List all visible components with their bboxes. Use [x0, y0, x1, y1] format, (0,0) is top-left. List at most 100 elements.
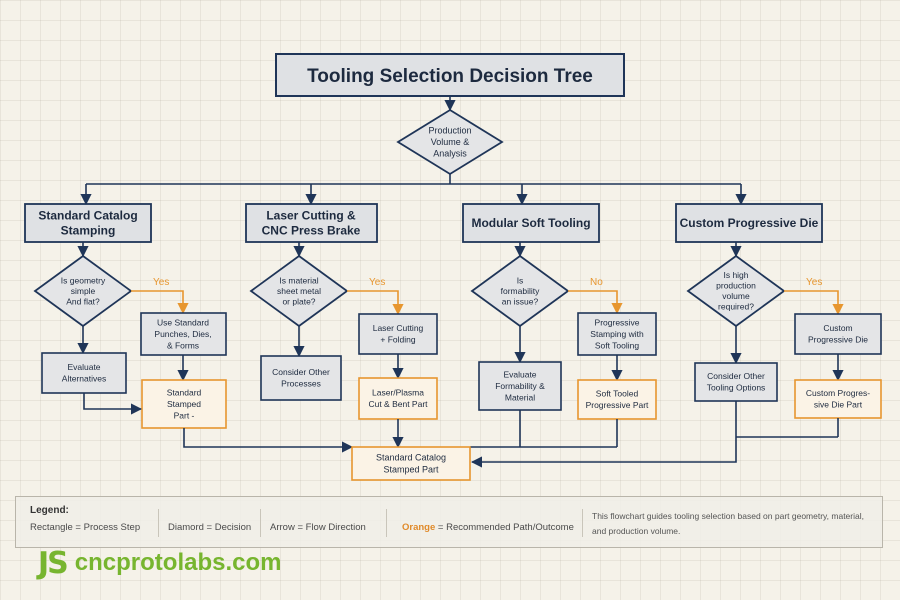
- process-step-label-line: Use Standard: [157, 317, 209, 327]
- branch-header-line: Stamping: [61, 224, 116, 238]
- decision-label-line: required?: [718, 302, 754, 312]
- legend-orange: Orange = Recommended Path/Outcome: [402, 522, 574, 533]
- process-step-label-line: Stamping with: [590, 329, 644, 339]
- branch-header-line: Standard Catalog: [38, 209, 137, 223]
- branch-header-line: Modular Soft Tooling: [471, 216, 590, 230]
- outcome-label-line: Laser/Plasma: [372, 388, 424, 398]
- branch-header: Custom Progressive Die: [680, 216, 819, 230]
- legend-panel: Legend: Rectangle = Process Step Diamord…: [15, 496, 883, 548]
- legend-title: Legend:: [30, 505, 69, 516]
- final-outcome-label-line: Stamped Part: [383, 465, 439, 475]
- process-step-label-line: Tooling Options: [707, 383, 766, 393]
- outcome-label-line: Soft Tooled: [596, 389, 639, 399]
- connector: [83, 393, 143, 415]
- page-title: Tooling Selection Decision Tree: [307, 66, 593, 87]
- legend-arrow: Arrow = Flow Direction: [270, 522, 366, 533]
- outcome-label-line: sive Die Part: [814, 400, 863, 410]
- outcome-label-line: Custom Progres-: [806, 388, 870, 398]
- branch-header-box: [24, 203, 152, 243]
- final-outcome-box: [351, 446, 471, 481]
- root-decision-label-line: Volume &: [431, 137, 470, 147]
- branch-header-line: Custom Progressive Die: [680, 216, 819, 230]
- legend-note: This flowchart guides tooling selection …: [592, 511, 864, 536]
- legend-diamond: Diamord = Decision: [168, 522, 252, 533]
- recommended-path: [131, 290, 189, 315]
- decision-label-line: Is: [517, 275, 524, 285]
- legend-divider: [158, 509, 159, 537]
- answer-label: Yes: [153, 277, 169, 288]
- branch-header-box: [462, 203, 600, 243]
- answer-label: Yes: [806, 277, 822, 288]
- decision-label-line: Is geometry: [61, 275, 106, 285]
- outcome-box: [141, 379, 227, 429]
- process-step-label: Laser Cutting+ Folding: [373, 323, 424, 345]
- recommended-path: [347, 290, 404, 316]
- decision-label-line: Is material: [279, 275, 318, 285]
- decision-label-line: simple: [71, 286, 96, 296]
- root-decision-label-line: Analysis: [433, 149, 467, 159]
- decision-label-line: Is high: [723, 270, 748, 280]
- outcome-label-line: Part -: [174, 410, 195, 420]
- process-step-label-line: + Folding: [380, 335, 415, 345]
- outcome-label-line: Progressive Part: [586, 400, 649, 410]
- branch-header: Modular Soft Tooling: [471, 216, 590, 230]
- process-step-label-line: Processes: [281, 379, 321, 389]
- answer-label: Yes: [369, 277, 385, 288]
- process-step-box: [41, 352, 127, 394]
- process-step-label-line: Consider Other: [707, 371, 765, 381]
- legend-divider: [260, 509, 261, 537]
- outcome-label: Custom Progres-sive Die Part: [806, 388, 870, 410]
- process-step-box: [694, 362, 778, 402]
- brand-footer[interactable]: JS cncprotolabs.com: [38, 540, 282, 586]
- legend-divider: [582, 509, 583, 537]
- connector: [470, 437, 737, 468]
- decision-label-line: or plate?: [282, 296, 315, 306]
- process-step-label-line: Material: [505, 392, 535, 402]
- brand-site-link[interactable]: cncprotolabs.com: [74, 549, 282, 576]
- process-step-label-line: & Forms: [167, 340, 199, 350]
- process-step-label-line: Alternatives: [62, 374, 106, 384]
- decision-label-line: sheet metal: [277, 286, 321, 296]
- process-step-label-line: Formability &: [495, 381, 545, 391]
- outcome-box: [577, 379, 657, 420]
- decision-label-line: production: [716, 281, 756, 291]
- process-step-label-line: Progressive: [595, 317, 640, 327]
- brand-logo: JS: [38, 545, 69, 581]
- legend-orange-word: Orange: [402, 522, 436, 533]
- branch-header-box: [675, 203, 823, 243]
- decision-label-line: formability: [501, 286, 540, 296]
- process-step-label-line: Evaluate: [503, 369, 536, 379]
- process-step-label-line: Progressive Die: [808, 335, 868, 345]
- decision-label-line: volume: [722, 291, 750, 301]
- outcome-label-line: Cut & Bent Part: [368, 399, 428, 409]
- process-step-box: [794, 313, 882, 355]
- decision-label-line: And flat?: [66, 296, 100, 306]
- title-box: [275, 53, 625, 97]
- process-step-box: [260, 355, 342, 401]
- process-step-label-line: Consider Other: [272, 367, 330, 377]
- process-step-label-line: Evaluate: [67, 362, 100, 372]
- outcome-label-line: Stamped: [167, 399, 201, 409]
- branch-header-box: [245, 203, 378, 243]
- branch-header: Laser Cutting &CNC Press Brake: [262, 209, 361, 238]
- branch-header-line: Laser Cutting &: [266, 209, 356, 223]
- root-decision-label-line: Production: [428, 126, 471, 136]
- process-step-label-line: Punches, Dies,: [154, 329, 211, 339]
